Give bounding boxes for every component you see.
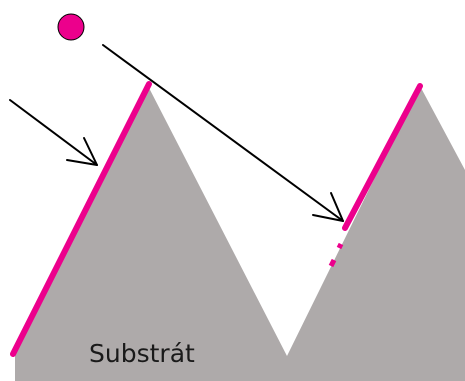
particle-icon xyxy=(57,13,85,41)
substrate-label: Substrát xyxy=(89,339,195,368)
left-peak-deposition-layer xyxy=(10,81,152,357)
right-peak-deposition-fragment xyxy=(328,258,337,268)
right-peak-deposition-layer xyxy=(342,83,423,231)
arrow-icon xyxy=(9,99,98,166)
right-peak-deposition-fragment xyxy=(336,242,344,250)
substrate xyxy=(15,84,465,381)
arrow-icon xyxy=(102,44,344,222)
